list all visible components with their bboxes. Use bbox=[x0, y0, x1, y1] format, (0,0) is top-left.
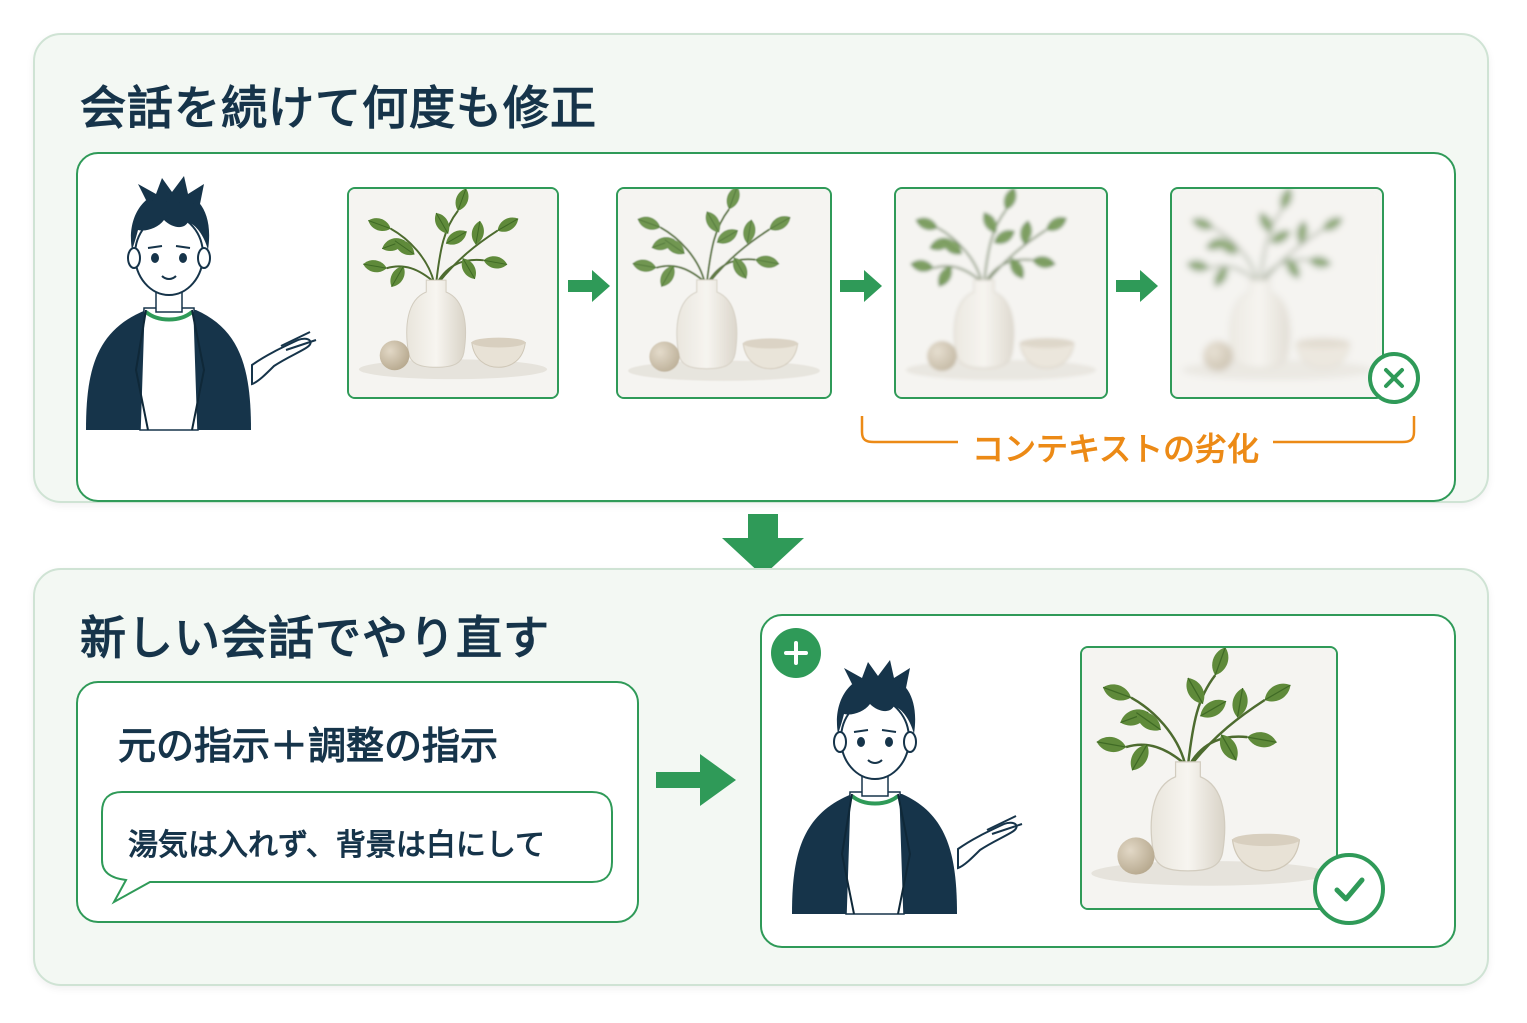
down-arrow-icon bbox=[722, 514, 804, 576]
photo-iteration-1 bbox=[347, 187, 559, 399]
speech-bubble bbox=[101, 791, 613, 905]
right-arrow-icon bbox=[656, 754, 738, 810]
context-degradation-label: コンテキストの劣化 bbox=[958, 424, 1274, 470]
speech-bubble-text: 湯気は入れず、背景は白にして bbox=[128, 828, 545, 863]
photo-iteration-2 bbox=[616, 187, 832, 399]
right-arrow-icon bbox=[568, 270, 612, 306]
right-arrow-icon bbox=[1116, 270, 1160, 306]
right-arrow-icon bbox=[840, 270, 884, 306]
photo-result bbox=[1080, 646, 1338, 910]
person-illustration-top bbox=[76, 170, 326, 432]
top-panel-title: 会話を続けて何度も修正 bbox=[80, 81, 597, 135]
photo-iteration-4 bbox=[1170, 187, 1384, 399]
photo-scene bbox=[349, 189, 557, 397]
person-illustration-bottom bbox=[782, 650, 1032, 920]
check-circle-icon bbox=[1313, 853, 1385, 925]
photo-iteration-3 bbox=[894, 187, 1108, 399]
instruction-title: 元の指示＋調整の指示 bbox=[118, 724, 499, 768]
bottom-panel-title: 新しい会話でやり直す bbox=[80, 611, 550, 665]
x-circle-icon bbox=[1368, 352, 1420, 404]
plus-circle-icon bbox=[771, 628, 821, 678]
